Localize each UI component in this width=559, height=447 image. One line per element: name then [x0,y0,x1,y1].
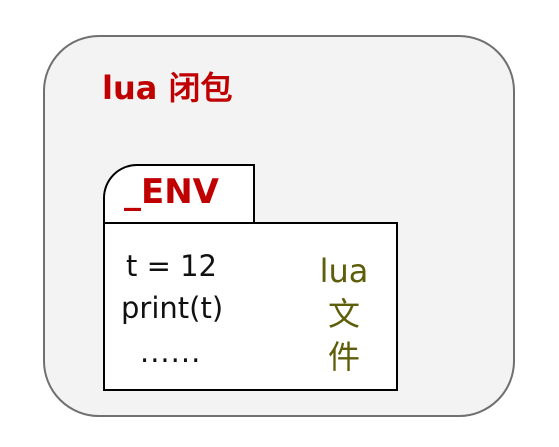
lua-file-box [103,222,398,391]
file-label-line: 文 [327,295,360,333]
env-tab [103,164,255,224]
closure-title: lua 闭包 [102,69,233,107]
code-line: t = 12 [126,249,218,283]
lua-file-label: lua 文 件 [318,250,370,379]
code-line: ...... [140,335,202,369]
file-label-line: lua [319,252,369,290]
code-line: print(t) [121,291,224,325]
file-label-line: 件 [327,338,360,376]
env-label: _ENV [124,172,219,212]
